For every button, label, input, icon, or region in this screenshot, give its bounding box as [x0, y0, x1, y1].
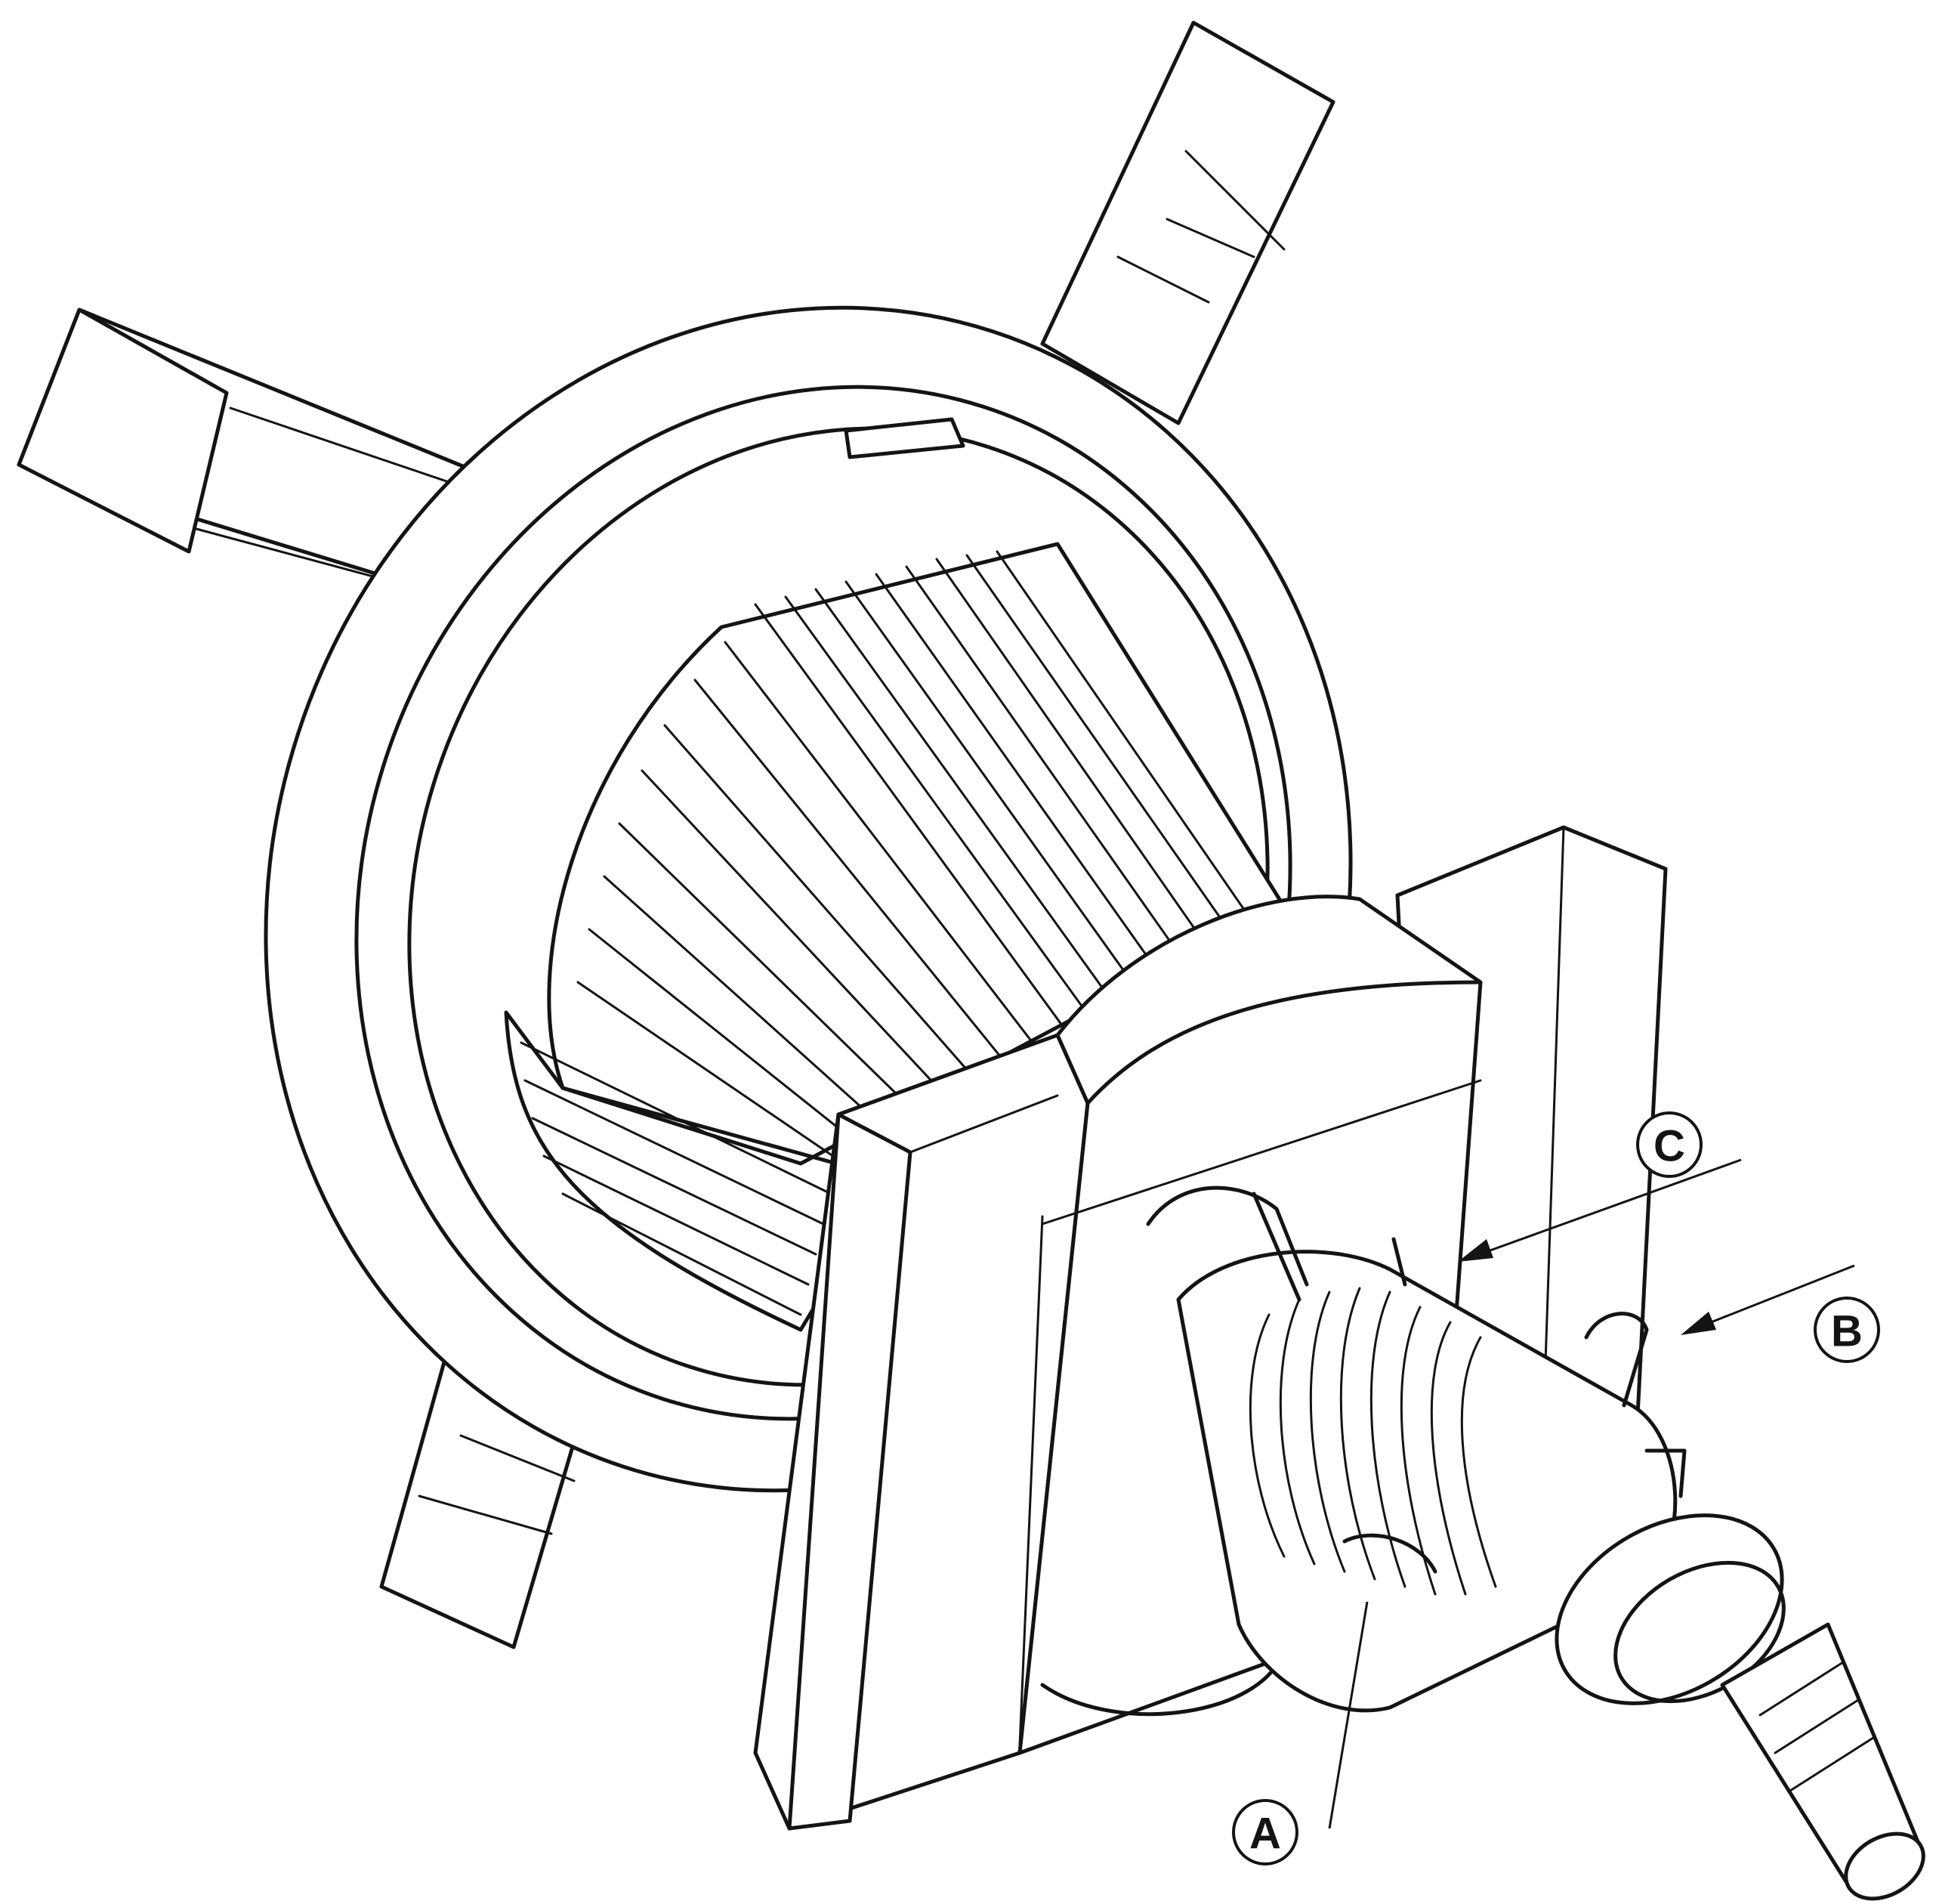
callout-c: C	[1636, 1111, 1703, 1178]
shaft	[1720, 1622, 1925, 1901]
support-block-front	[753, 1033, 1090, 1831]
callout-a: A	[1232, 1799, 1298, 1865]
armature-laminations	[520, 550, 1259, 1316]
callout-a-label: A	[1249, 1810, 1281, 1859]
commutator	[1176, 1250, 1678, 1713]
callout-c-label: C	[1653, 1122, 1685, 1171]
callout-b-label: B	[1831, 1307, 1863, 1356]
leader-lines	[1328, 1158, 1855, 1829]
callout-b: B	[1814, 1297, 1880, 1363]
brush-springs	[1146, 1185, 1687, 1574]
puller-leg-top	[1040, 20, 1335, 425]
bearing	[1555, 1513, 1786, 1705]
armature-core	[504, 542, 1286, 1332]
puller-leg-left	[17, 308, 471, 583]
